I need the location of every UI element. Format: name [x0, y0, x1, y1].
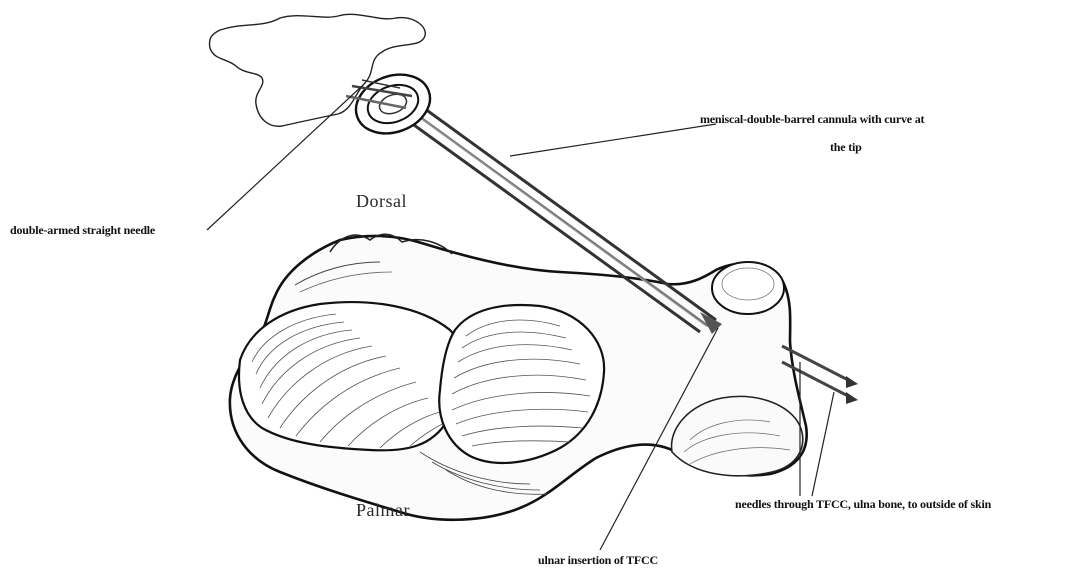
double-armed-needle-label: double-armed straight needle	[10, 223, 155, 238]
needles-through-label: needles through TFCC, ulna bone, to outs…	[735, 497, 991, 512]
cannula-label-line2: the tip	[830, 140, 862, 155]
palmar-label: Palmar	[356, 500, 410, 521]
leader-needle	[207, 86, 362, 230]
cannula-label-line1: meniscal-double-barrel cannula with curv…	[700, 112, 924, 127]
dorsal-label: Dorsal	[356, 191, 407, 212]
left-articular-fossa	[239, 302, 463, 450]
leader-cannula	[510, 124, 716, 156]
carpal-bone-illustration	[230, 234, 807, 520]
ulnar-insertion-label: ulnar insertion of TFCC	[538, 553, 658, 568]
leader-needles-through-2	[812, 392, 834, 496]
